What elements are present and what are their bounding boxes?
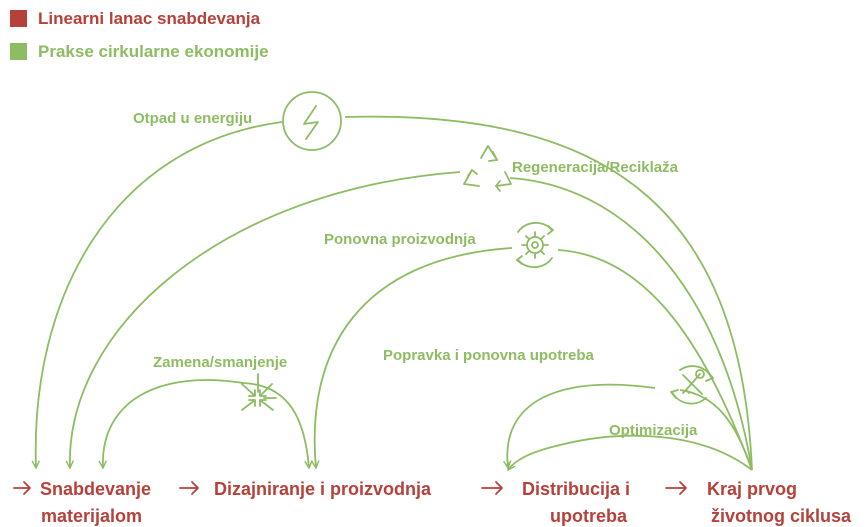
flow-arc-repair-reuse [507,383,753,470]
flow-arc-substitution-left [103,379,244,468]
tools-cycle-icon [670,365,714,405]
legend-swatch-linear [10,10,27,27]
legend: Linearni lanac snabdevanja Prakse cirkul… [10,9,269,61]
stage-materials-line2: materijalom [41,506,142,526]
label-substitution: Zamena/smanjenje [153,354,287,371]
label-repair-reuse: Popravka i ponovna upotreba [383,347,595,364]
linear-arrow-4 [665,481,687,495]
stage-design: Dizajniranje i proizvodnja [214,479,432,499]
label-remanufacturing: Ponovna proizvodnja [324,231,476,248]
legend-label-linear: Linearni lanac snabdevanja [38,9,261,28]
flow-arc-waste-to-energy [36,115,753,470]
gear-cycle-icon [516,222,554,268]
stage-materials-line1: Snabdevanje [40,479,151,499]
flow-arc-optimization [508,434,753,470]
recycle-icon [463,145,512,192]
stage-end-of-life-line2: životnog ciklusa [711,506,852,526]
lightning-icon [282,91,342,151]
label-recycling: Regeneracija/Reciklaža [512,159,679,176]
stage-distribution-line1: Distribucija i [522,479,630,499]
legend-swatch-circular [10,43,27,60]
stage-end-of-life-line1: Kraj prvog [707,479,797,499]
flow-arc-remanufacturing [315,247,753,470]
legend-label-circular: Prakse cirkularne ekonomije [38,42,269,61]
linear-arrow-3 [481,481,503,495]
converging-arrows-icon [241,373,277,411]
stage-distribution-line2: upotreba [550,506,628,526]
linear-arrow-2 [179,481,199,495]
flow-arc-recycling [70,171,753,470]
linear-arrow-1 [13,481,31,495]
label-waste-to-energy: Otpad u energiju [133,110,252,127]
label-optimization: Optimizacija [609,422,698,439]
flow-arcs [36,115,753,470]
